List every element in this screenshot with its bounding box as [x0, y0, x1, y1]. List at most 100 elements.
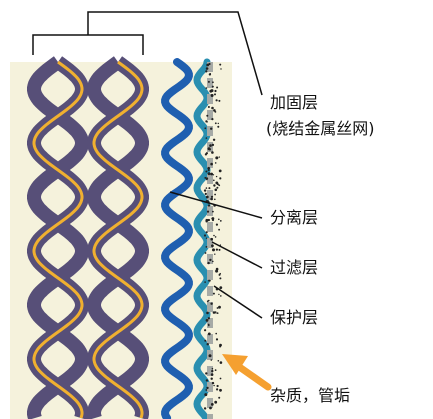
impurity-dot — [217, 125, 220, 128]
impurity-dot — [210, 162, 213, 166]
impurity-dot — [205, 137, 208, 139]
impurity-dot — [211, 369, 214, 373]
impurity-dot — [205, 87, 208, 89]
impurity-dot — [219, 377, 222, 380]
mesh-column-left — [27, 56, 89, 419]
impurity-dot — [219, 220, 222, 222]
impurity-dot — [204, 192, 207, 195]
impurity-dot — [212, 292, 215, 295]
impurity-dot — [206, 300, 209, 303]
impurity-dot — [219, 63, 222, 66]
impurity-dot — [214, 93, 216, 96]
impurity-dot — [204, 252, 207, 254]
impurity-dot — [214, 198, 216, 201]
impurity-dot — [212, 260, 214, 263]
impurity-dot — [205, 246, 208, 248]
impurity-dot — [220, 68, 222, 70]
impurity-dot — [216, 307, 219, 309]
impurity-dot — [213, 179, 215, 182]
impurity-dot — [203, 189, 207, 192]
impurity-dot — [206, 177, 209, 180]
impurity-dot — [215, 267, 219, 271]
impurity-dot — [207, 204, 211, 207]
impurity-dot — [203, 234, 207, 237]
impurity-dot — [204, 393, 208, 397]
impurity-dot — [207, 317, 210, 320]
label-impurities: 杂质，管垢 — [270, 386, 351, 405]
impurity-dot — [207, 332, 211, 336]
impurity-dot — [214, 236, 217, 238]
impurity-dot — [207, 323, 210, 326]
impurity-dot — [218, 305, 221, 309]
impurity-dot — [206, 210, 210, 213]
impurity-dot — [215, 99, 218, 102]
impurity-dot — [204, 176, 207, 179]
impurity-dot — [214, 188, 218, 192]
impurity-dot — [216, 186, 219, 189]
impurity-dot — [212, 311, 216, 314]
impurity-dot — [210, 195, 214, 198]
impurity-dot — [206, 63, 210, 67]
impurity-dot — [210, 377, 213, 380]
mesh-column-right — [87, 56, 149, 419]
impurity-dot — [212, 174, 215, 176]
impurity-dot — [207, 80, 210, 83]
mesh-strand — [27, 56, 89, 419]
impurity-dot — [209, 144, 212, 147]
impurity-dot — [218, 169, 222, 173]
impurity-dot — [216, 86, 219, 89]
impurity-dot — [208, 62, 211, 66]
mesh-wire-highlight — [32, 60, 84, 419]
impurity-dot — [204, 329, 207, 332]
label-filtration: 过滤层 — [270, 258, 319, 277]
impurity-dot — [205, 231, 208, 234]
impurity-dot — [205, 372, 208, 375]
impurity-dot — [204, 281, 206, 283]
impurity-dot — [207, 147, 211, 151]
impurity-dot — [207, 106, 210, 108]
impurity-dot — [207, 166, 210, 170]
impurity-dot — [214, 253, 216, 255]
impurity-dot — [210, 94, 214, 97]
impurity-dot — [210, 127, 213, 130]
impurity-dot — [207, 172, 211, 176]
impurity-dot — [206, 386, 209, 390]
label-separation: 分离层 — [270, 208, 319, 227]
impurity-dot — [213, 109, 216, 112]
sintered-wire-mesh — [27, 56, 149, 419]
impurity-dot — [215, 338, 219, 341]
impurity-dot — [216, 384, 219, 388]
impurity-dot — [218, 218, 220, 221]
impurity-dot — [219, 277, 222, 280]
impurity-dot — [216, 388, 219, 391]
impurity-dot — [205, 220, 208, 223]
impurity-dot — [214, 400, 218, 404]
leader-lines — [169, 191, 263, 319]
impurity-dot — [205, 319, 209, 322]
filtration-layer-wave — [193, 58, 211, 419]
impurity-dot — [215, 156, 219, 160]
impurity-dot — [206, 114, 209, 117]
impurity-dot — [212, 138, 216, 141]
impurity-dot — [218, 228, 221, 231]
impurity-dot — [211, 244, 214, 248]
impurity-dot — [213, 184, 216, 187]
impurity-dot — [218, 293, 220, 296]
impurity-dot — [205, 187, 208, 189]
impurity-dot — [217, 360, 220, 362]
impurity-dot — [206, 343, 209, 346]
impurity-dot — [210, 403, 214, 406]
impurity-dot — [207, 261, 210, 265]
impurity-dot — [211, 151, 214, 154]
impurity-dot — [219, 388, 222, 392]
impurity-dot — [205, 67, 209, 70]
impurity-dot — [218, 99, 221, 102]
impurity-dot — [210, 359, 213, 361]
impurity-dot — [206, 311, 209, 315]
impurity-dot — [213, 384, 215, 387]
impurity-dot — [220, 295, 222, 297]
impurity-dot — [216, 183, 219, 186]
impurity-dot — [212, 210, 214, 213]
impurity-dot — [213, 234, 215, 237]
impurity-dot — [212, 248, 215, 252]
